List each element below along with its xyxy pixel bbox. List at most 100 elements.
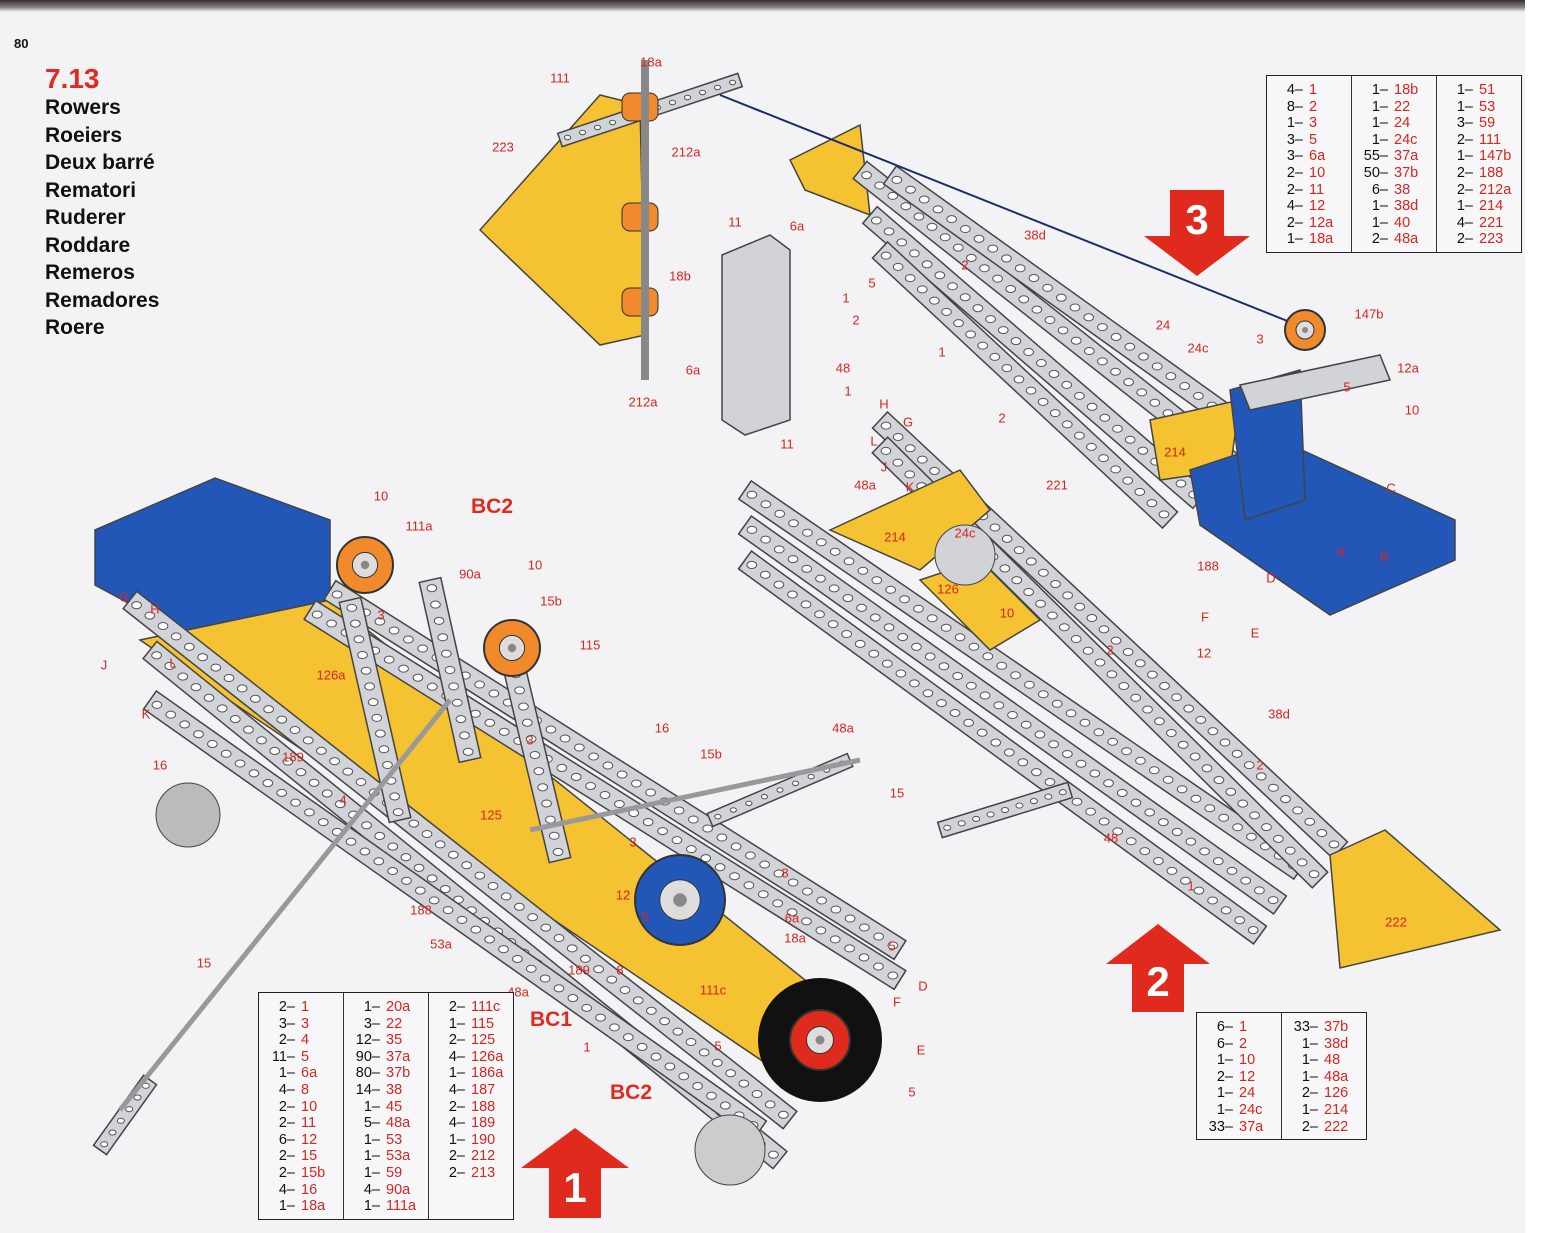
hole <box>1122 476 1134 485</box>
part-quantity: 1– <box>1216 1101 1233 1118</box>
hole <box>871 216 882 225</box>
hole <box>1061 420 1073 429</box>
part-quantity: 33– <box>1293 1019 1318 1035</box>
hole <box>606 975 618 984</box>
hole <box>378 745 390 754</box>
parts-row: 1–18b <box>1358 82 1430 99</box>
part-callout: 212a <box>671 144 701 160</box>
hole <box>788 519 799 528</box>
part-number: 59 <box>1479 115 1496 132</box>
hole <box>1017 758 1029 767</box>
hole <box>1042 283 1053 292</box>
model-number: 7.13 <box>45 63 100 94</box>
hole <box>216 704 228 713</box>
part-number: 24c <box>1394 131 1418 148</box>
hole <box>170 632 182 641</box>
part-quantity: 1– <box>278 1065 295 1082</box>
parts-row: 1–53a <box>350 1148 422 1165</box>
hole <box>802 528 813 537</box>
hole <box>1138 352 1149 361</box>
hole <box>892 262 904 271</box>
part-callout: 1 <box>938 344 946 360</box>
axle <box>360 560 370 570</box>
hole <box>487 881 499 891</box>
part-number: 126a <box>471 1048 504 1065</box>
hole <box>683 94 692 101</box>
part-number: 15 <box>301 1148 318 1165</box>
hole <box>949 708 961 717</box>
parts-row: 55–37a <box>1358 148 1430 165</box>
hole <box>165 710 177 719</box>
hole <box>989 523 1001 532</box>
hole <box>599 790 611 800</box>
hole <box>1089 769 1101 778</box>
hole <box>250 694 261 703</box>
part-number: 24 <box>1394 115 1411 132</box>
part-callout: 214 <box>884 529 906 545</box>
parts-row: 3–59 <box>1443 115 1515 132</box>
part-number: 188 <box>1479 164 1504 181</box>
hole <box>1165 372 1177 381</box>
model-name: Roeiers <box>45 123 123 147</box>
model-name: Rowers <box>45 96 121 119</box>
part-quantity: 4– <box>448 1115 465 1132</box>
page-right-margin <box>1525 0 1545 1233</box>
hole <box>1037 690 1049 699</box>
hole <box>745 800 753 807</box>
parts-row: 2–15b <box>265 1165 337 1182</box>
hole <box>1124 435 1136 444</box>
hole <box>966 681 977 690</box>
hole <box>1122 647 1134 656</box>
hole <box>316 746 327 755</box>
hole <box>276 788 288 797</box>
parts-row: 2–111c <box>435 999 507 1016</box>
hole <box>776 787 784 793</box>
part-quantity: 2– <box>448 1032 465 1049</box>
part-callout: 48a <box>854 477 876 493</box>
strip <box>338 596 412 824</box>
hole <box>1144 808 1156 817</box>
hole <box>1148 766 1160 775</box>
hole <box>207 739 218 748</box>
part-number: 147b <box>1479 148 1512 165</box>
part-quantity: 33– <box>1208 1118 1233 1135</box>
part-quantity: 2– <box>278 1098 295 1115</box>
parts-row: 2–111 <box>1443 132 1515 149</box>
part-quantity: 50– <box>1363 164 1388 181</box>
hole <box>829 935 841 944</box>
hole <box>1231 749 1243 758</box>
hole <box>367 698 379 707</box>
hole <box>714 813 722 820</box>
hole <box>1159 681 1170 690</box>
parts-row: 5–48a <box>350 1115 422 1132</box>
hole <box>426 682 438 691</box>
hole <box>1038 568 1049 577</box>
hole <box>389 792 400 801</box>
hole <box>1001 364 1013 373</box>
part-number: 6a <box>301 1065 318 1082</box>
cord <box>719 94 1311 331</box>
hole <box>1094 658 1106 667</box>
part-number: 189 <box>471 1115 496 1132</box>
hole <box>357 650 368 660</box>
parts-row: 2–11 <box>1273 182 1345 199</box>
hole <box>1007 710 1018 720</box>
part-quantity: 3– <box>1286 148 1303 165</box>
part-callout: 90a <box>459 566 481 582</box>
hole <box>791 780 800 787</box>
part-callout: 5 <box>641 909 649 925</box>
hole <box>1001 254 1012 263</box>
hole <box>608 119 617 126</box>
hole <box>880 251 892 260</box>
hole <box>1075 759 1087 768</box>
part-quantity: 1– <box>363 1131 380 1148</box>
hole <box>223 673 235 683</box>
hole <box>751 1089 763 1099</box>
hole <box>1171 827 1183 836</box>
hole <box>844 944 855 953</box>
parts-row: 3–5 <box>1273 132 1345 149</box>
part-callout: 126 <box>937 581 959 597</box>
hole <box>1136 388 1148 397</box>
parts-row: 6–2 <box>1203 1036 1275 1053</box>
